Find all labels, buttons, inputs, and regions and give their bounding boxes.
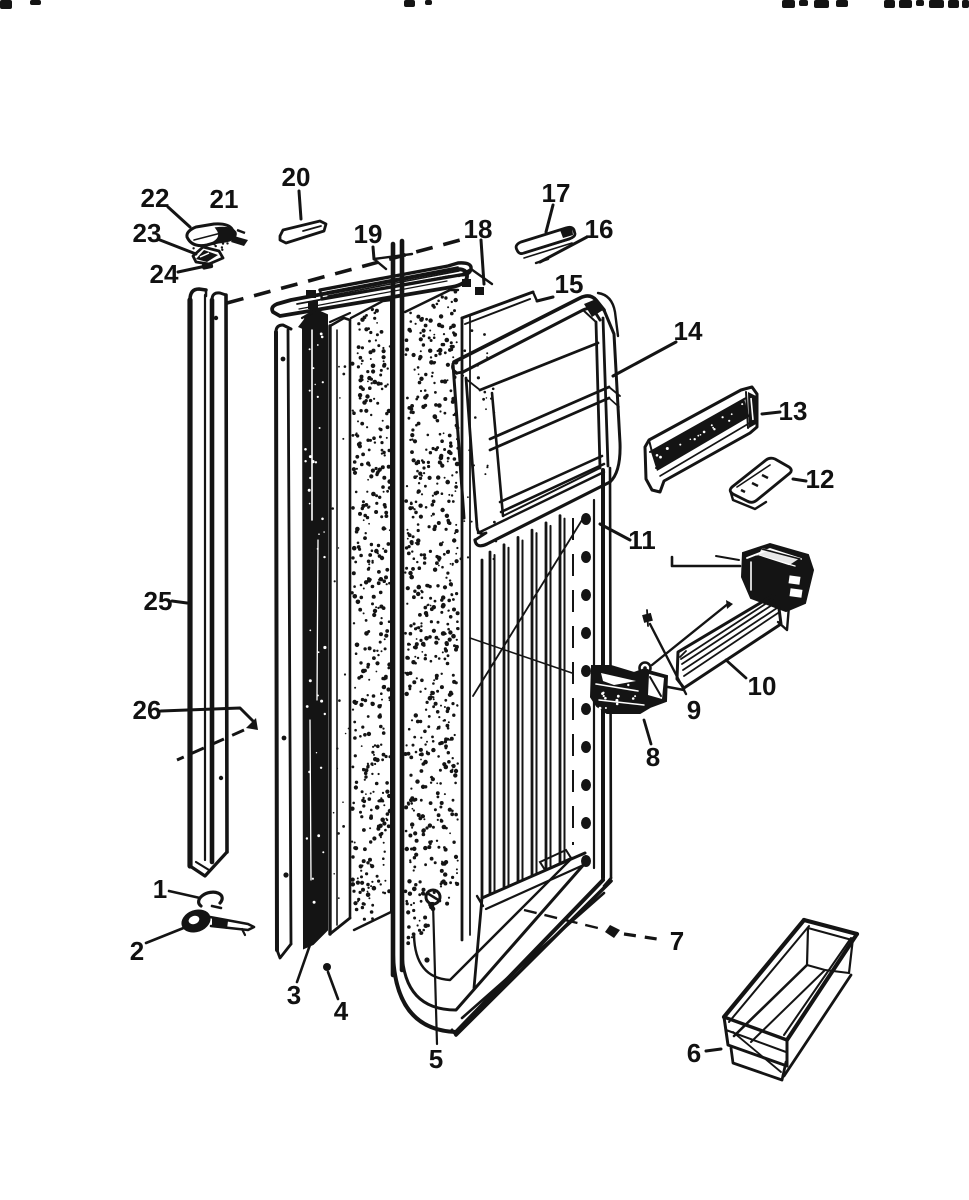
svg-text:4: 4 <box>334 996 349 1026</box>
svg-text:14: 14 <box>674 316 703 346</box>
svg-text:3: 3 <box>287 980 301 1010</box>
svg-text:24: 24 <box>150 259 179 289</box>
svg-text:5: 5 <box>429 1044 443 1074</box>
svg-text:19: 19 <box>354 219 383 249</box>
svg-text:21: 21 <box>210 184 239 214</box>
svg-text:9: 9 <box>687 695 701 725</box>
svg-text:13: 13 <box>779 396 808 426</box>
svg-text:16: 16 <box>585 214 614 244</box>
svg-text:10: 10 <box>748 671 777 701</box>
svg-text:22: 22 <box>141 183 170 213</box>
svg-text:26: 26 <box>133 695 162 725</box>
svg-text:23: 23 <box>133 218 162 248</box>
svg-text:18: 18 <box>464 214 493 244</box>
svg-text:11: 11 <box>628 525 656 555</box>
svg-text:15: 15 <box>555 269 584 299</box>
svg-text:1: 1 <box>153 874 167 904</box>
svg-text:20: 20 <box>282 162 311 192</box>
svg-text:6: 6 <box>687 1038 701 1068</box>
svg-text:7: 7 <box>670 926 684 956</box>
svg-text:12: 12 <box>806 464 835 494</box>
svg-text:25: 25 <box>144 586 173 616</box>
svg-text:17: 17 <box>542 178 571 208</box>
svg-text:8: 8 <box>646 742 660 772</box>
svg-text:2: 2 <box>130 936 144 966</box>
